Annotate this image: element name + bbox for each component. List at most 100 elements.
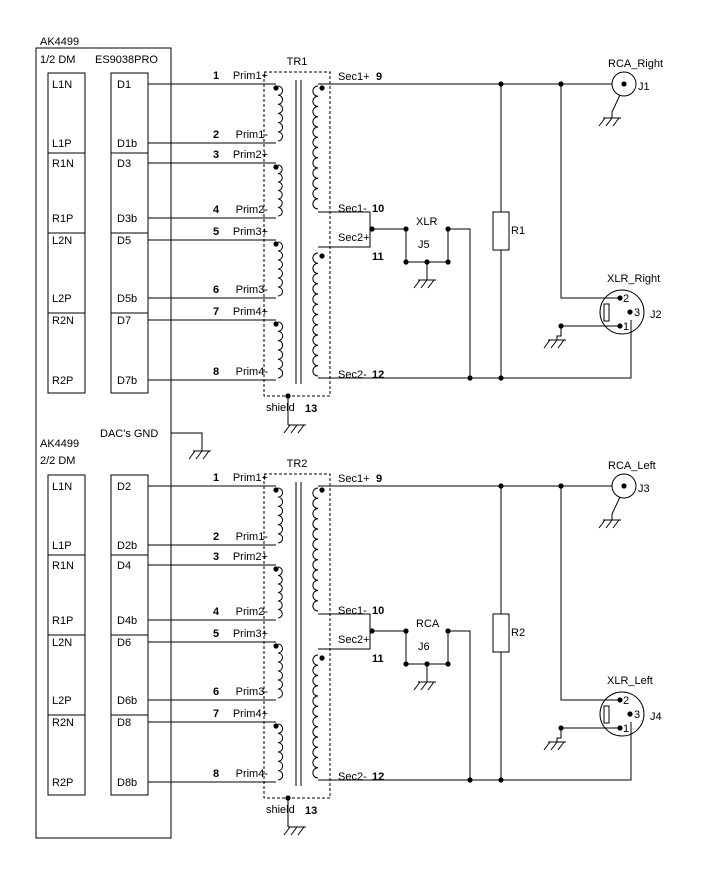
tr2-resistor-label: R2 — [511, 627, 525, 639]
tr1-sec1m-num: 10 — [372, 203, 384, 215]
tr1-transformer-frame — [263, 71, 331, 397]
tr2-primary-coil-2 — [277, 566, 283, 619]
tr1-prim-label: Prim2+ — [233, 149, 268, 161]
tr1-ak-pin-label: R1N — [52, 158, 74, 170]
tr1-prim-label: Prim4+ — [233, 306, 268, 318]
tr2-xlr-pin1-junction — [558, 725, 564, 731]
tr2-prim-num: 7 — [213, 708, 219, 720]
tr1-jumper-dot-2 — [445, 226, 451, 232]
tr1-shield-label: shield — [266, 402, 295, 414]
tr2-transformer-label: TR2 — [287, 458, 308, 470]
tr2-prim-label: Prim3- — [236, 686, 269, 698]
tr1-ak-pin-label: R2N — [52, 315, 74, 327]
tr1-primary-polarity-dot-1 — [273, 85, 279, 91]
tr1-secondary-coil-1 — [312, 85, 319, 210]
tr1-prim-label: Prim3+ — [233, 226, 268, 238]
tr1-jumper-dot-3 — [403, 259, 409, 265]
tr2-sec2p-num: 11 — [372, 653, 384, 665]
tr1-sec1p-num: 9 — [376, 71, 382, 83]
tr1-jumper-ground-icon — [413, 279, 436, 289]
tr1-xlr-pin1-wire — [556, 325, 620, 340]
tr2-rca-jack — [611, 473, 637, 499]
tr1-xlr-pin-2-label: 2 — [623, 293, 629, 305]
tr2-ak-pin-label: R1N — [52, 560, 74, 572]
tr1-xlr-connector — [599, 289, 645, 335]
tr1-rca-ground-wire — [611, 94, 621, 118]
tr1-prim-label: Prim3- — [236, 284, 269, 296]
tr1-ak-pin-label: L1N — [52, 79, 72, 91]
tr2-secondary-coil-2 — [312, 654, 319, 779]
chip2-label: ES9038PRO — [95, 54, 158, 66]
tr1-ak-pin-label: L2N — [52, 235, 72, 247]
tr2-ak-pin-label: L1N — [52, 481, 72, 493]
tr2-jumper-dot-1 — [403, 628, 409, 634]
tr1-es-pin-label: D5b — [117, 293, 137, 305]
tr2-secondary-coil-1 — [312, 487, 319, 612]
tr1-sec2p-num: 11 — [372, 251, 384, 263]
tr1-jumper-dot-1 — [403, 226, 409, 232]
tr1-xlr-pin-1-label: 1 — [623, 321, 629, 333]
tr2-xlr-ref: J4 — [650, 711, 662, 723]
tr1-prim-num: 5 — [213, 226, 219, 238]
tr2-jumper-wire — [372, 630, 471, 780]
tr1-xlr-pin1-junction — [558, 323, 564, 329]
tr1-resistor — [492, 211, 510, 251]
tr2-shield-label: shield — [266, 804, 295, 816]
tr1-sec2m-num: 12 — [372, 369, 384, 381]
tr1-xlr-key — [603, 303, 610, 322]
tr2-sec1p-label: Sec1+ — [338, 473, 370, 485]
tr2-rca-label: RCA_Left — [608, 460, 656, 472]
tr2-jumper-ref: J6 — [418, 641, 430, 653]
tr1-primary-polarity-dot-2 — [273, 164, 279, 170]
tr1-jumper-wire — [372, 228, 471, 378]
tr2-sec1p-num: 9 — [376, 473, 382, 485]
tr2-primary-polarity-dot-4 — [273, 723, 279, 729]
tr2-prim-label: Prim1+ — [233, 472, 268, 484]
dac-gnd-wire — [171, 432, 203, 451]
tr2-ak-pin-label: L1P — [52, 540, 72, 552]
tr2-es-pin-box-4 — [110, 714, 149, 796]
tr1-sec2p-label: Sec2+ — [338, 232, 370, 244]
tr1-prim-num: 7 — [213, 306, 219, 318]
half-bottom-label: 2/2 DM — [40, 455, 75, 467]
tr1-sec1p-label: Sec1+ — [338, 71, 370, 83]
tr2-prim-label: Prim3+ — [233, 628, 268, 640]
tr2-es-pin-label: D6 — [117, 637, 131, 649]
tr2-es-pin-label: D6b — [117, 695, 137, 707]
tr1-primary-coil-4 — [277, 321, 284, 379]
dac-gnd-ground-icon — [188, 450, 211, 460]
tr2-secondary-polarity-dot-2 — [319, 655, 325, 661]
tr2-es-pin-label: D2b — [117, 540, 137, 552]
tr1-primary-polarity-dot-4 — [273, 321, 279, 327]
tr1-rca-jack-center — [621, 81, 627, 87]
tr1-xlr-ground-icon — [543, 339, 566, 349]
chip1-top-label: AK4499 — [40, 36, 79, 48]
tr2-xlr-ground-icon — [543, 741, 566, 751]
tr2-es-pin-label: D8b — [117, 777, 137, 789]
tr2-shield-num: 13 — [305, 805, 317, 817]
tr2-rca-ref: J3 — [638, 483, 650, 495]
tr2-prim-num: 8 — [213, 768, 219, 780]
tr2-ak-pin-label: R2P — [52, 777, 73, 789]
tr2-ak-pin-label: L2N — [52, 637, 72, 649]
dac-module-box — [35, 47, 172, 839]
tr1-secondary-polarity-dot-2 — [319, 253, 325, 259]
tr2-rca-ground-icon — [598, 519, 621, 529]
tr1-prim-num: 6 — [213, 284, 219, 296]
tr1-es-pin-label: D7 — [117, 315, 131, 327]
tr2-prim-num: 5 — [213, 628, 219, 640]
tr2-primary-coil-3 — [277, 643, 283, 699]
tr1-ak-pin-label: L2P — [52, 293, 72, 305]
tr1-ak-pin-label: L1P — [52, 138, 72, 150]
tr1-es-pin-label: D3b — [117, 213, 137, 225]
tr1-transformer-label: TR1 — [287, 56, 308, 68]
tr2-prim-label: Prim2+ — [233, 551, 268, 563]
tr1-es-pin-label: D7b — [117, 375, 137, 387]
tr2-sec2p-label: Sec2+ — [338, 634, 370, 646]
tr2-sec1m-num: 10 — [372, 605, 384, 617]
tr2-ak-pin-label: L2P — [52, 695, 72, 707]
tr1-es-pin-label: D1b — [117, 138, 137, 150]
